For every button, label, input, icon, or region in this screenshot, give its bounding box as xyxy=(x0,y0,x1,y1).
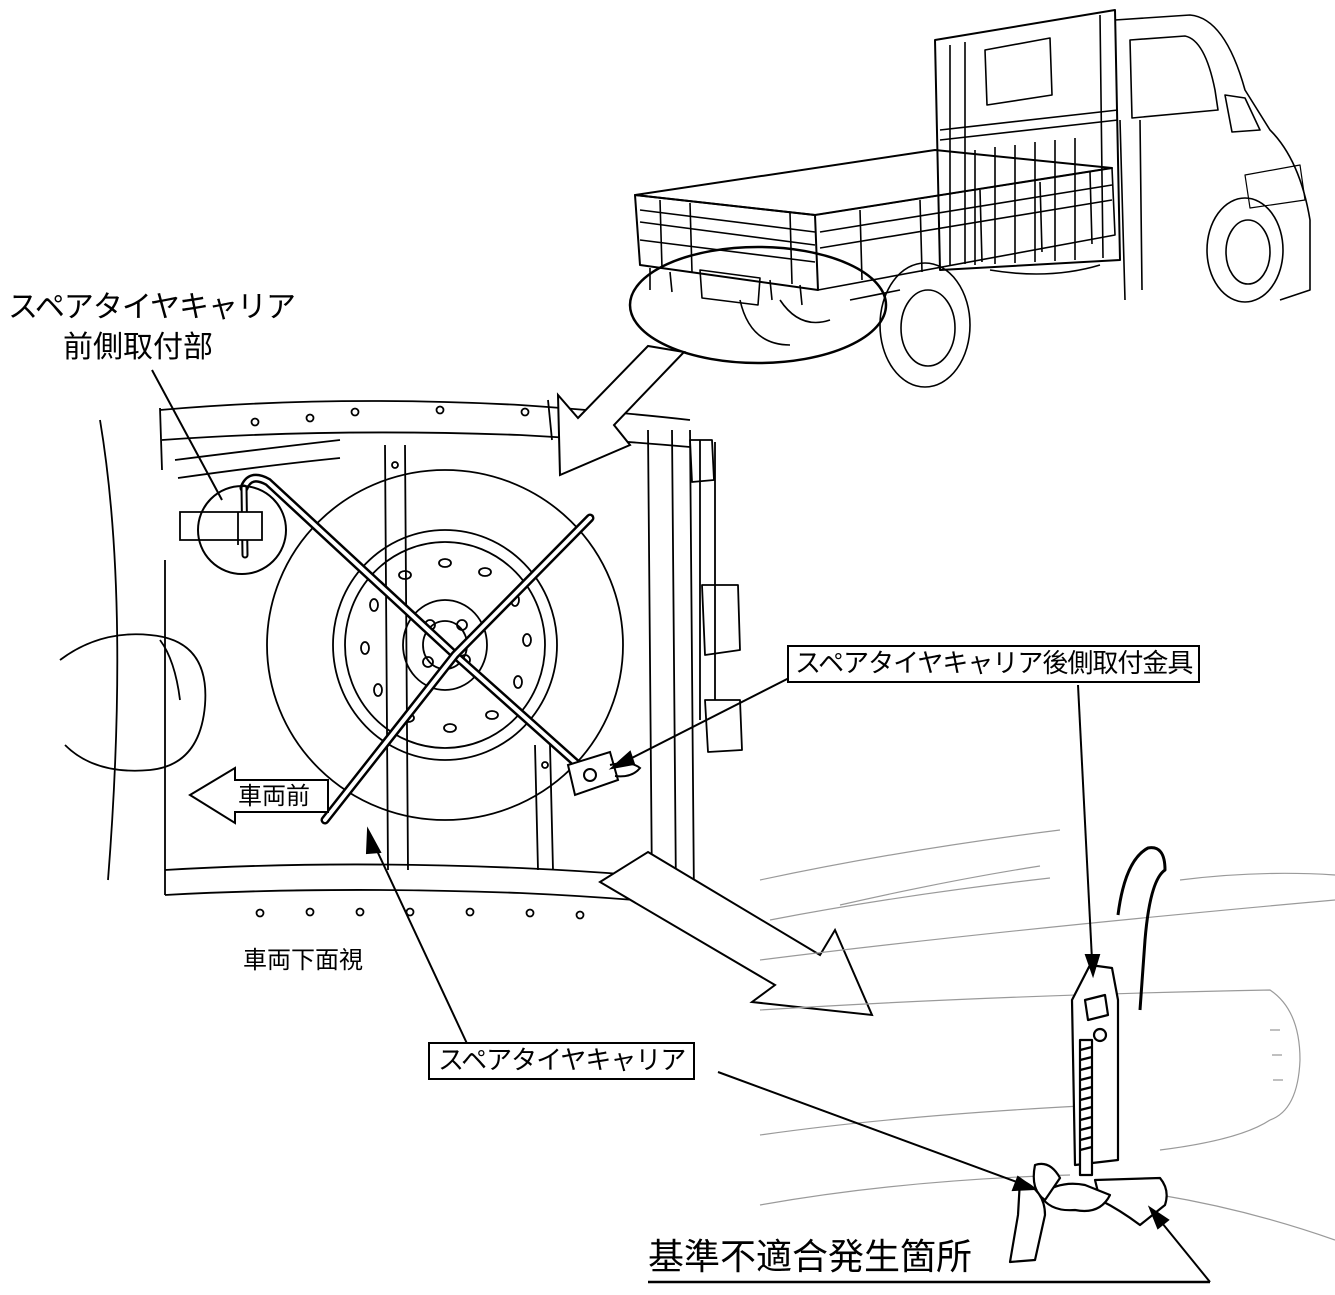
front-mount-highlight xyxy=(197,485,287,575)
spare-tire-carrier-bars xyxy=(239,473,600,825)
closeup-bracket xyxy=(1008,846,1168,1264)
nonconformity-location-label: 基準不適合発生箇所 xyxy=(648,1237,973,1278)
underside-view-label: 車両下面視 xyxy=(243,946,363,974)
rear-bracket-label: スペアタイヤキャリア後側取付金具 xyxy=(787,645,1201,683)
zoom-arrows xyxy=(188,344,874,1017)
vehicle-front-label: 車両前 xyxy=(238,782,310,810)
front-mount-label-line1: スペアタイヤキャリア xyxy=(8,290,296,325)
truck-carrier-highlight xyxy=(628,245,888,365)
closeup-illustration xyxy=(759,829,1335,1241)
front-mount-bracket xyxy=(179,511,263,545)
arrow-underside-to-closeup xyxy=(598,850,874,1017)
carrier-label: スペアタイヤキャリア xyxy=(428,1042,696,1080)
arrow-truck-to-underside xyxy=(556,344,687,477)
truck-illustration xyxy=(634,9,1311,388)
front-mount-label-line2: 前側取付部 xyxy=(63,330,213,365)
callout-lines xyxy=(151,369,1211,1284)
vehicle-front-arrow xyxy=(188,766,329,825)
rear-bracket-small xyxy=(566,750,642,797)
spare-tire xyxy=(266,469,624,821)
underside-illustration xyxy=(59,399,743,920)
